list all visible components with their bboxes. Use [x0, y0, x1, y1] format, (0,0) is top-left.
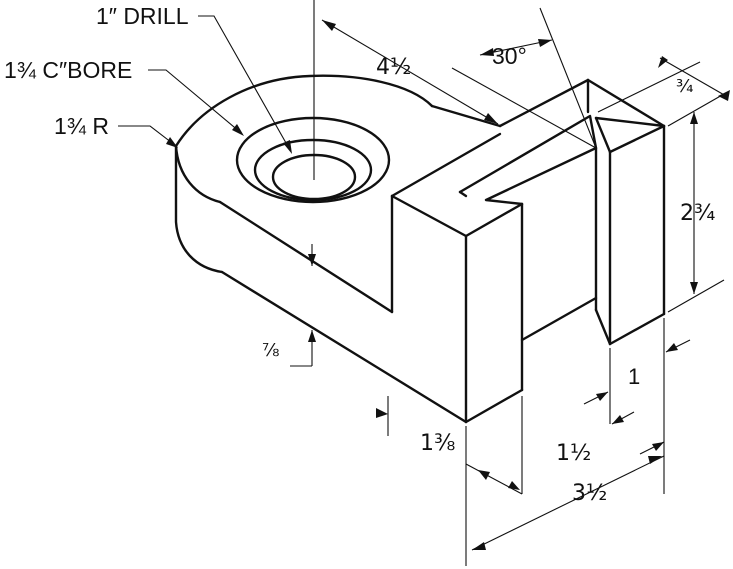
arrow-drill	[283, 140, 292, 154]
arrow-angle-a	[480, 48, 494, 56]
back-wall-top-right	[586, 78, 666, 128]
arrow-width-a	[472, 542, 486, 550]
slot-inner-bottom	[594, 308, 612, 346]
lug-top-front-edge	[174, 144, 222, 204]
dim-angle-ref-line	[539, 7, 597, 149]
label-overall-width: 3½	[572, 481, 607, 506]
arrow-length-b	[484, 113, 498, 124]
slot-floor	[520, 296, 598, 342]
label-slot-width: 1	[628, 364, 640, 389]
arrow-height-a	[690, 112, 698, 124]
upright-top-left	[390, 194, 468, 238]
lug-side-curve	[174, 144, 224, 274]
arrow-radius	[166, 137, 178, 148]
lug-bottom-edge	[220, 270, 468, 424]
arrow-slot-top-a	[658, 56, 668, 68]
upright-top-right	[464, 202, 524, 238]
label-angle: 30°	[492, 43, 527, 69]
label-base-thickness: ⅞	[262, 340, 279, 361]
counterbore-outer	[235, 116, 391, 204]
lug-top-front-line	[218, 200, 394, 314]
dim-angle-extension	[451, 67, 597, 149]
lug-top-arc	[174, 74, 434, 148]
dim-upright-line	[465, 463, 523, 495]
upright-back-top	[390, 132, 502, 198]
leader-drill	[198, 15, 291, 151]
arrow-cbore	[232, 124, 244, 136]
back-wall-bottom	[608, 312, 666, 346]
labels: 1″ DRILL 1¾ C″BORE 1¾ R 30° 4½ ¾ 2¾ ⅞ 1 …	[4, 3, 715, 506]
dim-height-ext-top	[667, 93, 725, 127]
label-slot-offset: 1½	[556, 441, 591, 466]
back-wall-slot-line	[594, 116, 612, 154]
slot-notch	[458, 114, 598, 206]
label-cbore: 1¾ C″BORE	[4, 57, 132, 83]
label-upright-width: 1⅜	[420, 431, 455, 456]
arrow-base-bottom	[308, 330, 316, 342]
arrow-upright-right2	[508, 481, 520, 490]
arrow-slot-b	[666, 343, 678, 352]
arrow-slot-top-b	[718, 90, 730, 101]
leader-radius	[118, 125, 177, 147]
dim-slot-top-line	[659, 57, 727, 97]
label-drill: 1″ DRILL	[96, 3, 189, 29]
arrow-width-b	[648, 456, 662, 464]
arrow-slot-a	[596, 392, 608, 401]
back-wall-slot-top	[594, 116, 666, 128]
label-radius: 1¾ R	[54, 113, 109, 139]
arrow-angle-b	[538, 39, 552, 47]
dimension-lines	[118, 0, 730, 566]
dim-overall-length-line	[321, 19, 499, 125]
lug-top-edge	[430, 104, 502, 128]
back-wall-slot-top2	[608, 124, 666, 154]
label-height: 2¾	[680, 201, 715, 226]
dim-slot-top-ext	[597, 61, 701, 113]
arrow-offset-b	[652, 442, 664, 451]
back-wall-top	[498, 78, 590, 128]
label-slot-top-width: ¾	[676, 76, 693, 97]
arrow-height-b	[690, 282, 698, 294]
dim-width-line	[471, 455, 665, 551]
upright-bottom	[464, 388, 524, 424]
arrow-length-a	[322, 20, 336, 31]
slot-notch-edge	[458, 190, 468, 198]
arrow-upright-right	[478, 470, 490, 480]
label-overall-length: 4½	[376, 55, 411, 80]
leader-cbore	[148, 69, 241, 133]
arrow-base-top	[308, 254, 316, 266]
arrow-offset-a	[612, 415, 624, 424]
arrow-upright-left	[376, 408, 388, 418]
dim-height-ext-bottom	[667, 279, 725, 313]
object-outline	[174, 74, 666, 424]
